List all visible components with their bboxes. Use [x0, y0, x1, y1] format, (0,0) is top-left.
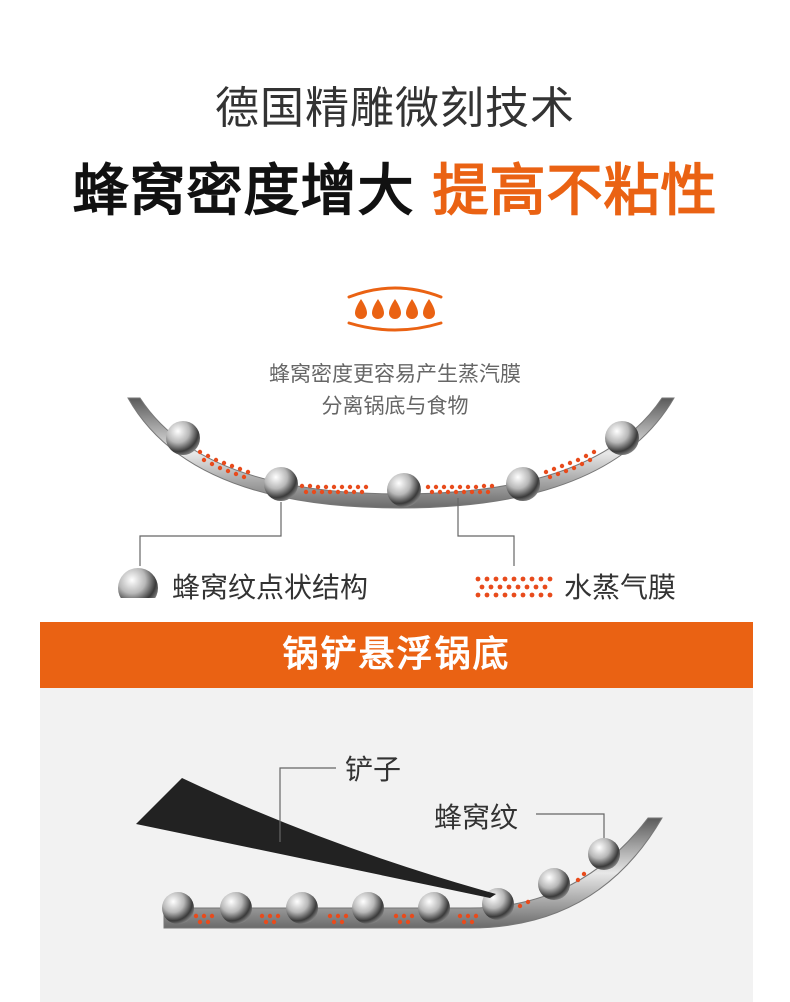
description-line-1: 蜂窝密度更容易产生蒸汽膜: [269, 362, 521, 386]
steam-film-bottom: [193, 871, 587, 925]
spatula-shape: [136, 778, 496, 898]
headline-accent: 提高不粘性: [432, 159, 718, 224]
headline-main: 蜂窝密度增大: [72, 159, 415, 224]
honeycomb-balls-bottom: [162, 838, 620, 924]
legend-dot-label: 蜂窝纹点状结构: [172, 571, 369, 604]
legend-steam-icon: [475, 576, 553, 598]
pan-cross-section-diagram: [112, 397, 675, 620]
legend-steam-label: 水蒸气膜: [564, 571, 677, 604]
spatula-floating-diagram: [136, 767, 663, 929]
honeycomb-balls: [166, 421, 639, 507]
pan-bottom: [163, 817, 663, 929]
section-banner: 锅铲悬浮锅底: [40, 622, 753, 688]
steam-film: [197, 449, 597, 495]
callout-line-spatula: [279, 767, 336, 842]
callout-line-honeycomb: [536, 813, 605, 838]
honeycomb-label: 蜂窝纹: [434, 801, 519, 834]
water-drops-icon: [347, 286, 443, 332]
callout-line-steam: [457, 498, 515, 566]
callout-line-dot: [139, 502, 282, 566]
subtitle: 德国精雕微刻技术: [215, 83, 575, 134]
description-line-2: 分离锅底与食物: [321, 394, 469, 418]
spatula-label: 铲子: [345, 753, 402, 786]
description: 蜂窝密度更容易产生蒸汽膜 分离锅底与食物: [0, 358, 790, 422]
headline: 蜂窝密度增大提高不粘性: [0, 146, 790, 227]
